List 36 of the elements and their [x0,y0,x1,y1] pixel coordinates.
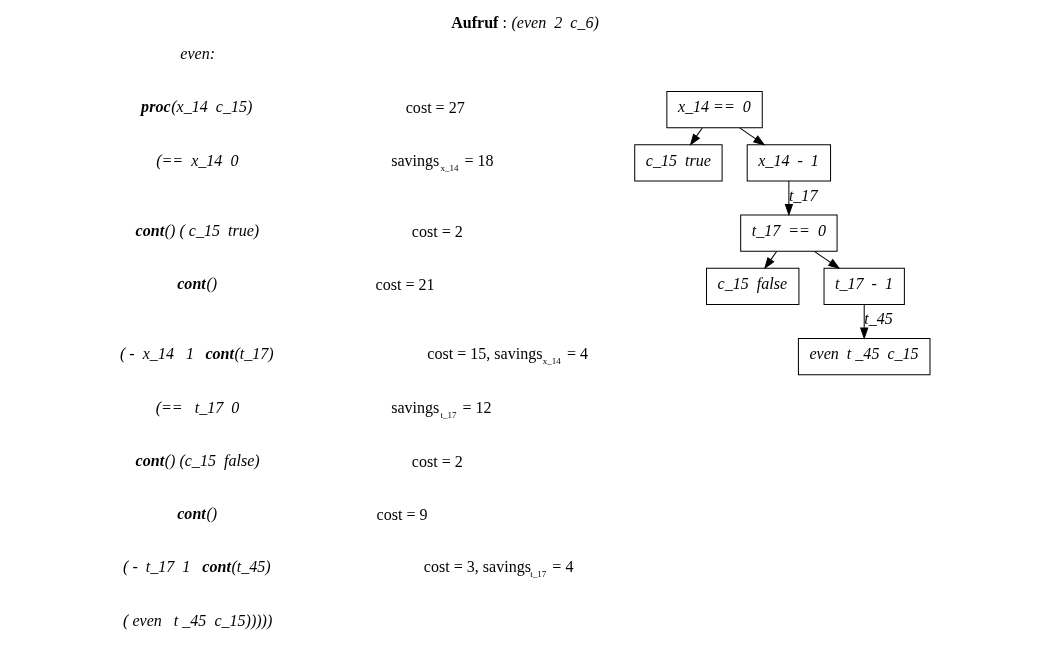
label: savings$_{t_17}$ = 12 [390,398,492,420]
label: (== x_14 0 [155,151,238,169]
label: cost = 9 [376,506,428,524]
arrow [859,304,868,339]
label: cont() [176,275,217,293]
arrow [689,127,703,145]
label: cost = 27 [405,99,465,117]
node-box: c_15 false [705,267,799,305]
arrow [784,180,793,216]
node-box: even t _45 c_15 [797,338,930,376]
label: even: [179,45,215,63]
arrow [738,127,764,146]
label: ( - t_17 1 cont(t_45) [122,558,271,576]
label: cont() (c_15 false) [135,451,260,469]
label: ( even t _45 c_15))))) [122,611,272,629]
label: cont() [176,505,217,523]
label: ( - x_14 1 cont(t_17) [119,345,274,363]
label: cost = 2 [411,222,463,240]
arrow [763,250,777,269]
node-box: t_17 == 0 [739,214,838,252]
label: cost = 15, savings$_{x_14}$ = 4 [426,345,588,367]
node-box: c_15 true [633,144,723,182]
label: (== t_17 0 [155,398,239,416]
label: proc(x_14 c_15) [140,98,252,116]
node-box: x_14 - 1 [746,144,831,182]
edge-label: t_17 [788,186,817,204]
label: cont() ( c_15 true) [135,221,259,239]
node-box: t_17 - 1 [823,267,905,305]
edge-label: t_45 [863,310,893,328]
label: cost = 21 [375,276,435,294]
label: savings$_{x_14}$ = 18 [390,151,494,173]
diagram-title: Aufruf : (even 2 c_6) [450,14,599,32]
node-box: x_14 == 0 [665,91,763,129]
label: cost = 2 [411,452,463,470]
label: cost = 3, savings$_{t_17}$ = 4 [423,558,573,580]
arrow [813,250,839,269]
